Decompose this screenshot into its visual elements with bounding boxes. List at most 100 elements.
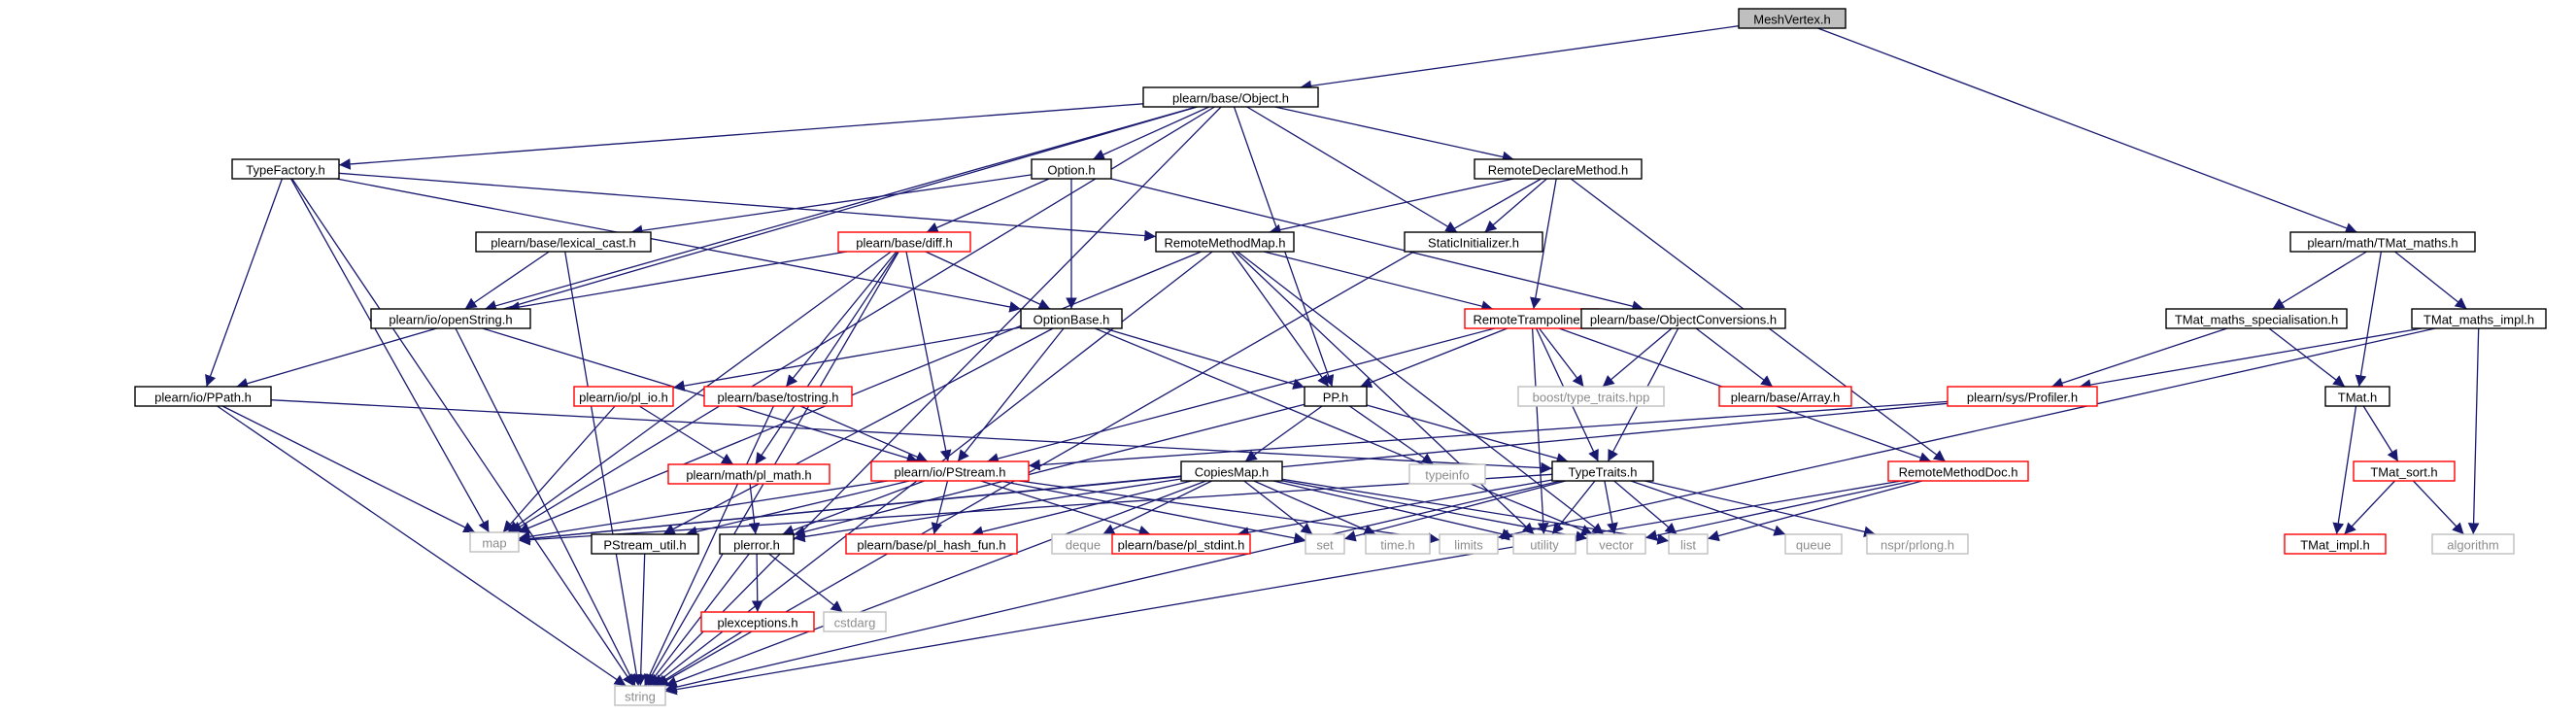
edge-remotedeclare-to-staticinit [1484, 178, 1547, 233]
node-box [231, 158, 340, 180]
edge-diff-to-tostring [785, 251, 898, 388]
node-box [667, 463, 830, 485]
node-timeh: time.h [1365, 533, 1431, 555]
edge-remotemethodmap-to-remotetrampoline [1263, 251, 1494, 312]
edge-remotetrampoline-to-pp [1360, 327, 1508, 389]
node-lexicalcast[interactable]: plearn/base/lexical_cast.h [475, 231, 652, 253]
node-box [614, 685, 666, 706]
node-label: deque [1066, 538, 1101, 553]
node-pp[interactable]: PP.h [1304, 386, 1368, 407]
node-plio[interactable]: plearn/io/pl_io.h [573, 386, 674, 407]
node-label: RemoteDeclareMethod.h [1488, 163, 1629, 178]
edge-option-to-objconv [1110, 178, 1644, 312]
node-box [2289, 231, 2476, 253]
node-tmatmaths[interactable]: plearn/math/TMat_maths.h [2289, 231, 2476, 253]
node-typeinfo: typeinfo [1408, 463, 1486, 485]
edge-copiesmap-to-set [1243, 480, 1313, 535]
node-plmath[interactable]: plearn/math/pl_math.h [667, 463, 830, 485]
node-diff[interactable]: plearn/base/diff.h [837, 231, 971, 253]
edge-typefactory-to-remotemethodmap [338, 172, 1157, 242]
node-box [1887, 460, 2029, 482]
node-plerror[interactable]: plerror.h [719, 533, 795, 555]
edge-copiesmap-to-map [518, 475, 1182, 545]
node-plstdint[interactable]: plearn/base/pl_stdint.h [1111, 533, 1251, 555]
edge-plerror-to-string [647, 553, 750, 687]
node-staticinit[interactable]: StaticInitializer.h [1404, 231, 1543, 253]
node-remotemethodmap[interactable]: RemoteMethodMap.h [1155, 231, 1295, 253]
node-objconv[interactable]: plearn/base/ObjectConversions.h [1580, 308, 1786, 329]
edge-pp-to-typetraits [1366, 404, 1569, 464]
edge-lexicalcast-to-openstring [464, 251, 550, 310]
node-box [591, 533, 699, 555]
node-label: map [482, 536, 506, 551]
node-remotetrampoline[interactable]: RemoteTrampoline.h [1464, 308, 1600, 329]
node-optionbase[interactable]: OptionBase.h [1020, 308, 1123, 329]
node-label: vector [1599, 538, 1634, 553]
node-plhashfun[interactable]: plearn/base/pl_hash_fun.h [845, 533, 1018, 555]
node-ppath[interactable]: plearn/io/PPath.h [134, 386, 272, 407]
edge-pstream-to-plhashfun [931, 480, 949, 535]
node-tmatsort[interactable]: TMat_sort.h [2353, 460, 2456, 482]
node-tmatimpl[interactable]: TMat_impl.h [2284, 533, 2387, 555]
edge-plio-to-map [502, 405, 616, 533]
edge-typefactory-to-optionbase [336, 178, 1022, 313]
node-label: plearn/base/diff.h [856, 236, 953, 251]
node-label: OptionBase.h [1034, 313, 1110, 327]
node-tmatspecial[interactable]: TMat_maths_specialisation.h [2165, 308, 2348, 329]
node-label: TypeFactory.h [246, 163, 324, 178]
node-openstring[interactable]: plearn/io/openString.h [370, 308, 531, 329]
node-string: string [614, 685, 666, 706]
node-object[interactable]: plearn/base/Object.h [1142, 86, 1319, 108]
edge-diff-to-openstring [507, 251, 848, 313]
node-box [1020, 308, 1123, 329]
edge-tmatimpl_maths-to-limits [1497, 327, 2436, 541]
edge-objconv-to-boosttt [1602, 327, 1673, 388]
node-plexceptions[interactable]: plexceptions.h [700, 611, 815, 632]
edge-pstreamutil-to-string [634, 553, 647, 687]
edge-optionbase-to-vector [1094, 327, 1594, 535]
node-algorithm: algorithm [2431, 533, 2515, 555]
node-typefactory[interactable]: TypeFactory.h [231, 158, 340, 180]
node-option[interactable]: Option.h [1031, 158, 1112, 180]
edge-option-to-diff [926, 178, 1050, 233]
node-array[interactable]: plearn/base/Array.h [1718, 386, 1852, 407]
node-label: TMat_maths_specialisation.h [2175, 313, 2338, 327]
node-box [1586, 533, 1646, 555]
node-label: PP.h [1323, 391, 1349, 405]
node-tostring[interactable]: plearn/base/tostring.h [703, 386, 853, 407]
edge-profiler-to-pstream [1028, 400, 1949, 471]
node-profiler[interactable]: plearn/sys/Profiler.h [1947, 386, 2098, 407]
edge-diff-to-pstream [905, 251, 952, 462]
edge-copiesmap-to-utility [1272, 480, 1514, 540]
edge-option-to-lexicalcast [630, 174, 1033, 237]
node-typetraits[interactable]: TypeTraits.h [1551, 460, 1654, 482]
node-copiesmap[interactable]: CopiesMap.h [1180, 460, 1283, 482]
node-pstreamutil[interactable]: PStream_util.h [591, 533, 699, 555]
node-meshvertex[interactable]: MeshVertex.h [1738, 8, 1847, 29]
node-box [1947, 386, 2098, 407]
node-label: CopiesMap.h [1195, 465, 1270, 480]
node-remotemethoddoc[interactable]: RemoteMethodDoc.h [1887, 460, 2029, 482]
edge-typetraits-to-set [1343, 480, 1567, 542]
edge-remotemethodmap-to-pp [1231, 251, 1330, 388]
node-label: Option.h [1047, 163, 1095, 178]
node-cstdarg: cstdarg [823, 611, 887, 632]
node-limits: limits [1439, 533, 1499, 555]
node-box [1580, 308, 1786, 329]
edge-object-to-staticinit [1246, 106, 1458, 233]
node-tmatimpl_maths[interactable]: TMat_maths_impl.h [2411, 308, 2547, 329]
node-tmat[interactable]: TMat.h [2324, 386, 2390, 407]
node-label: boost/type_traits.hpp [1533, 391, 1650, 405]
edge-typetraits-to-plstdint [1237, 479, 1553, 538]
edge-plerror-to-plexceptions [751, 553, 763, 613]
node-box [1784, 533, 1843, 555]
node-box [134, 386, 272, 407]
node-label: plearn/math/pl_math.h [686, 468, 811, 483]
edge-remotemethoddoc-to-vector [1644, 480, 1914, 541]
node-label: plearn/math/TMat_maths.h [2307, 236, 2457, 251]
node-remotedeclare[interactable]: RemoteDeclareMethod.h [1474, 158, 1643, 180]
node-label: plearn/base/Object.h [1172, 91, 1289, 106]
node-box [1408, 463, 1486, 485]
node-label: TMat.h [2338, 391, 2377, 405]
node-pstream[interactable]: plearn/io/PStream.h [870, 460, 1030, 482]
